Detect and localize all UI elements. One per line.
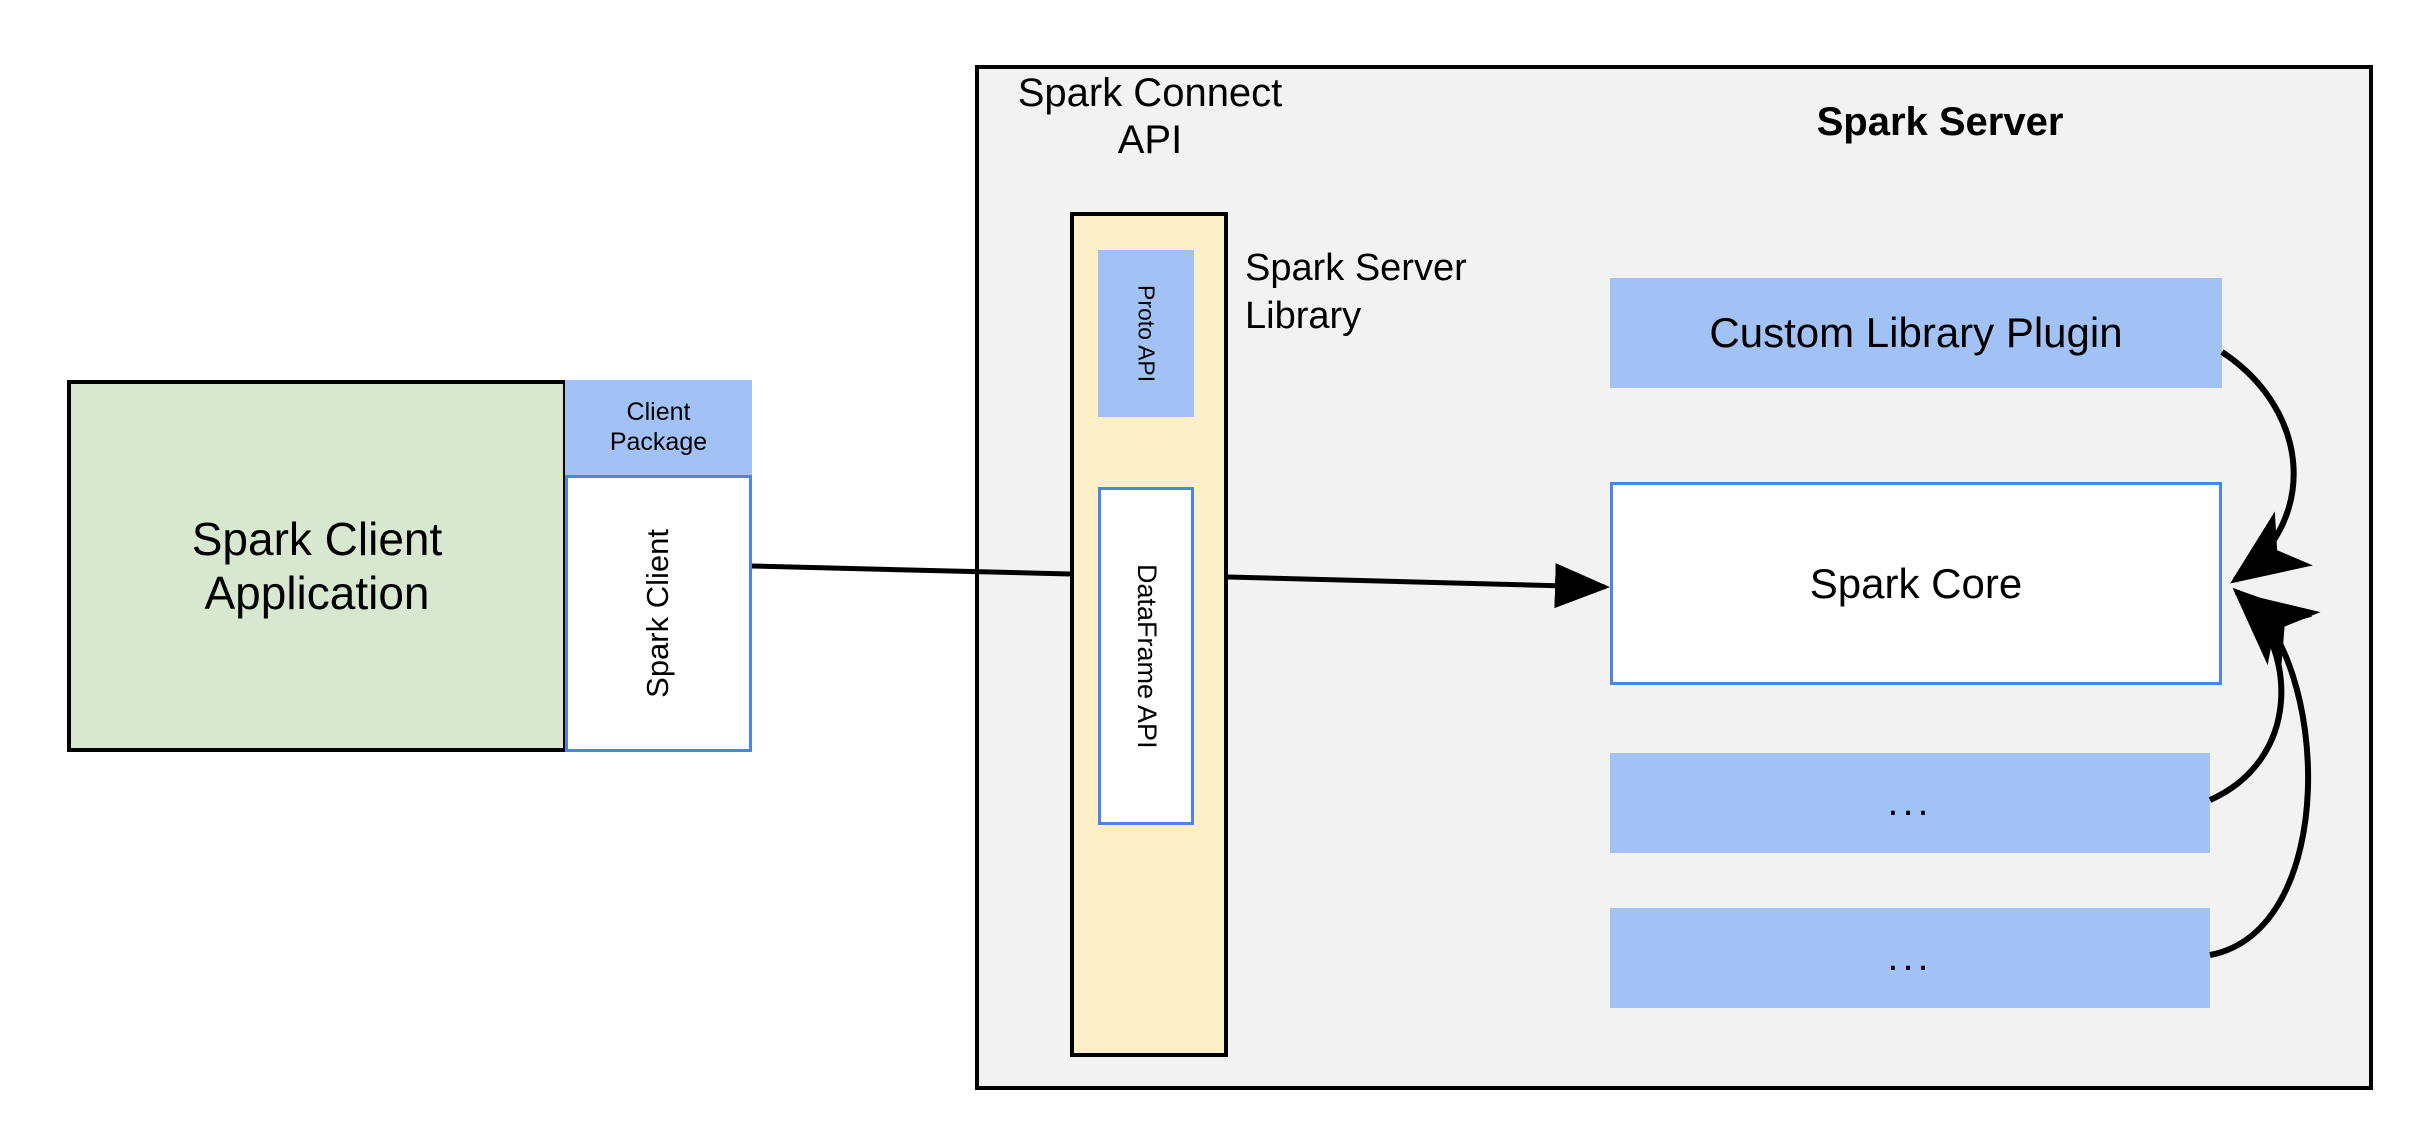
server-component-placeholder-2[interactable]: ... <box>1610 908 2210 1008</box>
spark-connect-api-line1: Spark Connect <box>1017 71 1283 115</box>
spark-server-library-label-text: Spark Server Library <box>1245 245 1467 340</box>
spark-core-label: Spark Core <box>1809 559 2023 607</box>
custom-library-plugin-box[interactable]: Custom Library Plugin <box>1610 278 2222 388</box>
placeholder-1-label: ... <box>1887 780 1933 825</box>
client-package-line1: Client <box>626 398 691 426</box>
placeholder-2-label: ... <box>1887 935 1933 980</box>
spark-server-library-line1: Spark Server <box>1245 247 1467 289</box>
spark-connect-api-label: Spark Connect API <box>1000 70 1300 162</box>
spark-client-application-label: Spark Client Application <box>192 512 443 621</box>
custom-library-plugin-label: Custom Library Plugin <box>1709 309 2123 357</box>
spark-server-title: Spark Server <box>1816 100 2064 145</box>
dataframe-api-box[interactable]: DataFrame API <box>1098 487 1194 825</box>
server-component-placeholder-1[interactable]: ... <box>1610 753 2210 853</box>
dataframe-api-label: DataFrame API <box>1131 563 1162 749</box>
spark-server-library-label: Spark Server Library <box>1245 245 1545 337</box>
client-package-line2: Package <box>609 427 708 456</box>
proto-api-label: Proto API <box>1133 284 1160 383</box>
spark-core-box[interactable]: Spark Core <box>1610 482 2222 685</box>
spark-client-label: Spark Client <box>640 529 676 698</box>
spark-connect-api-label-text: Spark Connect API <box>1018 70 1283 164</box>
spark-client-application-box[interactable]: Spark Client Application <box>67 380 567 752</box>
client-package-label: Client Package <box>610 398 707 457</box>
proto-api-box[interactable]: Proto API <box>1098 250 1194 417</box>
spark-client-application-line2: Application <box>204 567 430 619</box>
spark-client-application-line1: Spark Client <box>191 512 443 565</box>
spark-connect-api-line2: API <box>1117 118 1183 163</box>
spark-client-box[interactable]: Spark Client <box>565 475 752 752</box>
spark-server-library-line2: Library <box>1245 294 1362 337</box>
client-package-box[interactable]: Client Package <box>565 380 752 475</box>
